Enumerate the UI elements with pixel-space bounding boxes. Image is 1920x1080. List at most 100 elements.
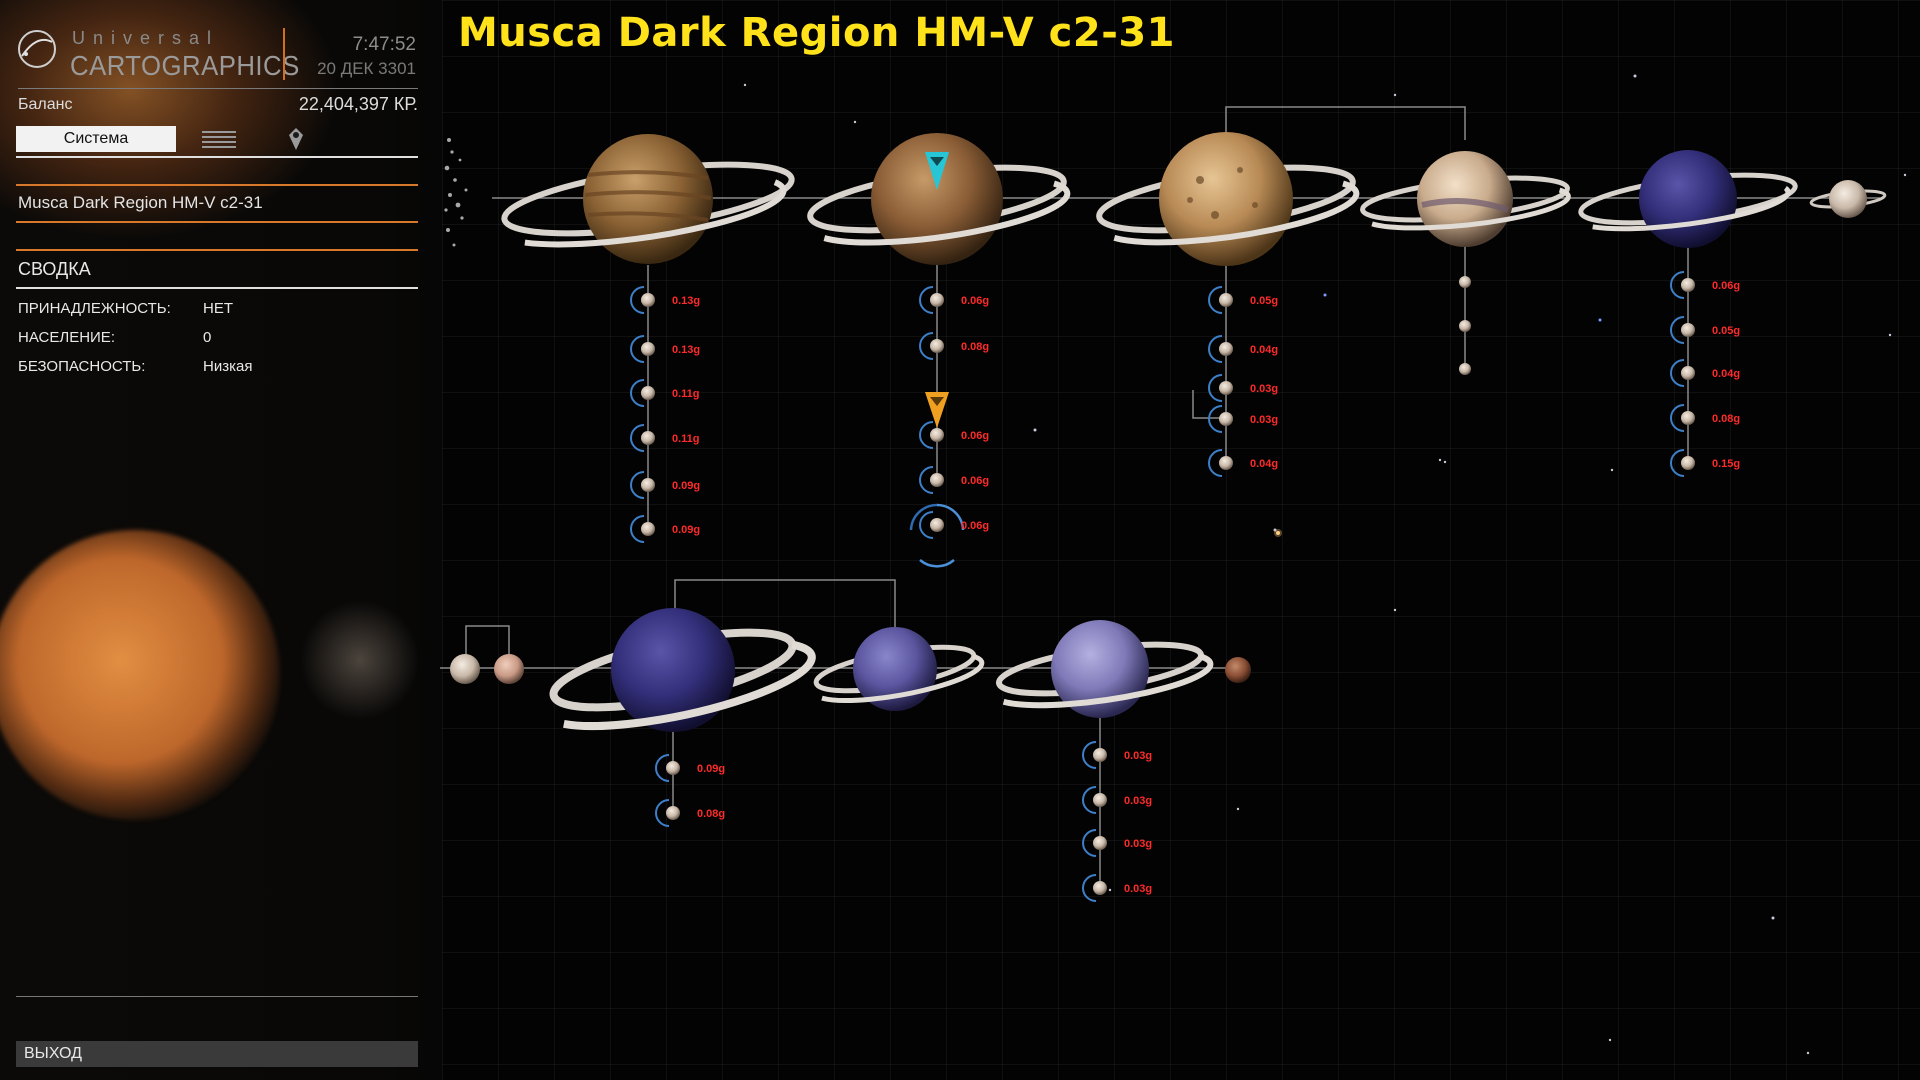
gas-giant-4[interactable]: [1360, 151, 1571, 247]
moon-body[interactable]: [666, 761, 680, 775]
moon-orbit-arc: [919, 286, 934, 314]
moon-body[interactable]: [1219, 293, 1233, 307]
moon-body[interactable]: [930, 473, 944, 487]
moon[interactable]: 0.08g: [1670, 404, 1740, 432]
moon-body[interactable]: [1681, 278, 1695, 292]
gas-giant-9[interactable]: [995, 620, 1214, 718]
moon-body[interactable]: [1219, 342, 1233, 356]
moon-body[interactable]: [641, 293, 655, 307]
moon[interactable]: 0.11g: [630, 379, 700, 407]
moon-body[interactable]: [930, 293, 944, 307]
moon-body[interactable]: [1093, 881, 1107, 895]
planet-6[interactable]: [1809, 180, 1887, 218]
moon[interactable]: 0.03g: [1082, 786, 1152, 814]
planet-10[interactable]: [1225, 657, 1251, 683]
exit-button[interactable]: ВЫХОД: [16, 1041, 418, 1067]
population-label: НАСЕЛЕНИЕ:: [18, 329, 115, 346]
moon-body[interactable]: [641, 522, 655, 536]
moon[interactable]: 0.06g: [919, 466, 989, 494]
allegiance-label: ПРИНАДЛЕЖНОСТЬ:: [18, 300, 171, 317]
moon[interactable]: 0.06g: [919, 421, 989, 449]
moon-body[interactable]: [930, 339, 944, 353]
moon[interactable]: 0.03g: [1208, 405, 1278, 433]
moon[interactable]: 0.13g: [630, 286, 700, 314]
moon-body[interactable]: [641, 386, 655, 400]
accent-divider: [16, 184, 418, 186]
asteroid-belt-icon[interactable]: [444, 138, 468, 247]
moon[interactable]: 0.04g: [1670, 359, 1740, 387]
moon-body[interactable]: [1093, 836, 1107, 850]
moon-gravity-label: 0.13g: [672, 344, 700, 356]
moon[interactable]: 0.08g: [919, 332, 989, 360]
gas-giant-8[interactable]: [813, 627, 985, 711]
tab-system[interactable]: Система: [16, 126, 176, 152]
moon-body[interactable]: [641, 431, 655, 445]
moon-body[interactable]: [641, 478, 655, 492]
divider: [16, 287, 418, 289]
moon-body[interactable]: [1219, 456, 1233, 470]
moon[interactable]: 0.08g: [655, 799, 725, 827]
moon-gravity-label: 0.08g: [961, 341, 989, 353]
moon-body[interactable]: [930, 428, 944, 442]
moon[interactable]: 0.06g: [919, 511, 989, 539]
moon[interactable]: 0.05g: [1208, 286, 1278, 314]
moon-gravity-label: 0.09g: [672, 480, 700, 492]
moon[interactable]: 0.13g: [630, 335, 700, 363]
moon-stems: [647, 245, 1689, 890]
moon[interactable]: 0.03g: [1082, 741, 1152, 769]
moon[interactable]: 0.06g: [1670, 271, 1740, 299]
gas-giant-2[interactable]: [807, 133, 1071, 265]
moon-orbit-arc: [919, 511, 934, 539]
planet-bottom-moon-b[interactable]: [494, 654, 524, 684]
moon[interactable]: 0.05g: [1670, 316, 1740, 344]
moon[interactable]: 0.09g: [630, 471, 700, 499]
moon[interactable]: 0.09g: [655, 754, 725, 782]
moon-gravity-label: 0.08g: [1712, 413, 1740, 425]
moon-body[interactable]: [1681, 366, 1695, 380]
moon-gravity-label: 0.04g: [1250, 458, 1278, 470]
moon-body[interactable]: [641, 342, 655, 356]
accent-divider: [16, 249, 418, 251]
moon[interactable]: 0.03g: [1082, 874, 1152, 902]
moon-body[interactable]: [666, 806, 680, 820]
moon-gravity-label: 0.04g: [1250, 344, 1278, 356]
security-value: Низкая: [203, 358, 253, 375]
moon-orbit-arc: [1670, 449, 1685, 477]
map-marker-icon[interactable]: [288, 127, 304, 151]
moon-gravity-label: 0.03g: [1124, 795, 1152, 807]
list-icon[interactable]: [202, 130, 236, 148]
moon-body[interactable]: [1681, 456, 1695, 470]
moon-gravity-label: 0.05g: [1250, 295, 1278, 307]
moon-body[interactable]: [1681, 323, 1695, 337]
divider: [16, 996, 418, 997]
gas-giant-7[interactable]: [548, 608, 818, 740]
moon[interactable]: 0.03g: [1082, 829, 1152, 857]
planet-bottom-moon-a[interactable]: [450, 654, 480, 684]
gas-giant-1[interactable]: [501, 134, 796, 264]
gas-giant-5[interactable]: [1578, 150, 1798, 248]
moon-orbit-arc: [1670, 271, 1685, 299]
moon-orbit-arc: [1082, 874, 1097, 902]
moon-body[interactable]: [1093, 793, 1107, 807]
moon[interactable]: 0.06g: [919, 286, 989, 314]
moon-orbit-arc: [1670, 404, 1685, 432]
moon[interactable]: 0.15g: [1670, 449, 1740, 477]
moon-body[interactable]: [1681, 411, 1695, 425]
moon-body[interactable]: [1093, 748, 1107, 762]
moon-orbit-arc: [1670, 359, 1685, 387]
moon-gravity-label: 0.06g: [961, 430, 989, 442]
navigation-marker-icon[interactable]: [925, 152, 949, 190]
moon[interactable]: 0.11g: [630, 424, 700, 452]
moon[interactable]: 0.04g: [1208, 335, 1278, 363]
moon[interactable]: 0.04g: [1208, 449, 1278, 477]
target-marker-icon[interactable]: [925, 392, 949, 428]
moon[interactable]: 0.09g: [630, 515, 700, 543]
moon[interactable]: 0.03g: [1208, 374, 1278, 402]
selection-reticle-icon[interactable]: [909, 503, 965, 568]
moon-gravity-label: 0.06g: [961, 475, 989, 487]
moon-body[interactable]: [1219, 412, 1233, 426]
moon-body[interactable]: [930, 518, 944, 532]
ring-bodies[interactable]: [1459, 276, 1471, 375]
moon-body[interactable]: [1219, 381, 1233, 395]
gas-giant-3[interactable]: [1096, 132, 1360, 266]
